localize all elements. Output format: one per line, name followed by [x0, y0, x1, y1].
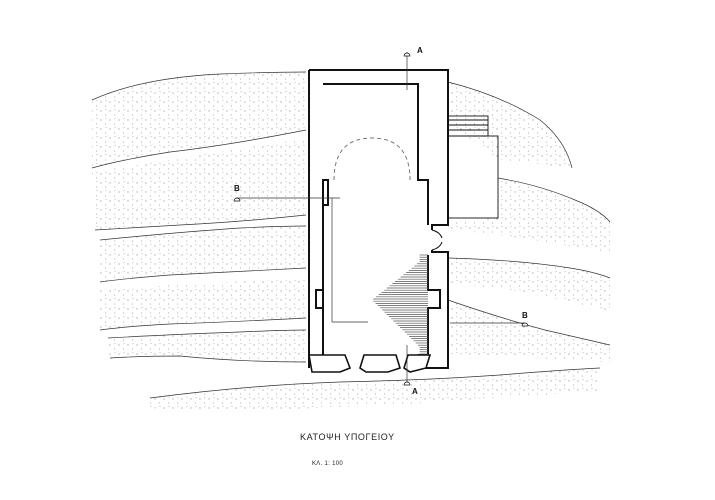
staircase-hatching: [373, 254, 428, 355]
contour-12: [447, 257, 611, 279]
doorway: [431, 229, 443, 251]
buttress-left: [308, 354, 352, 373]
outer-wall-outline: [308, 69, 449, 369]
contour-3: [94, 214, 307, 231]
section-label-a-bottom: A: [412, 387, 418, 396]
contour-8: [109, 355, 307, 363]
marker-a-bottom-icon: [403, 381, 411, 386]
terrain-band-6: [150, 368, 600, 410]
terrain-band-1: [92, 72, 306, 168]
marker-b-right-icon: [521, 322, 529, 327]
section-label-a-top: A: [417, 46, 423, 55]
contour-11: [497, 177, 611, 223]
section-markers: [233, 52, 529, 386]
terrain-band-9: [448, 258, 610, 312]
terrain-band-3: [100, 226, 306, 282]
contour-4: [99, 225, 307, 241]
buttress-right: [403, 354, 432, 373]
contour-1: [91, 71, 307, 101]
contour-5: [99, 267, 307, 283]
terrain-band-8: [448, 178, 610, 252]
section-label-b-right: B: [522, 311, 528, 320]
marker-b-left-icon: [233, 197, 241, 202]
contour-6: [99, 317, 307, 331]
terrain-band-10: [448, 300, 610, 362]
vault-dashed-arc: [333, 137, 411, 181]
contour-13: [447, 299, 611, 346]
terrain-band-2: [92, 138, 306, 230]
buttress-center: [359, 354, 401, 373]
contour-2: [91, 129, 307, 169]
terrain-band-7: [448, 82, 572, 168]
contour-10: [447, 81, 573, 169]
terrain-band-5: [108, 330, 306, 362]
contour-7: [107, 329, 307, 339]
terrain-hatching: [91, 71, 611, 410]
section-label-b-left: B: [234, 184, 240, 193]
contour-9: [149, 367, 601, 399]
terrain-band-4: [100, 280, 306, 330]
section-lines: [236, 52, 525, 385]
buttresses: [308, 354, 432, 373]
marker-a-top-icon: [403, 52, 411, 57]
drawing-scale: ΚΛ. 1: 100: [312, 461, 344, 467]
drawing-title: ΚΑΤΟΨΗ ΥΠΟΓΕΙΟΥ: [300, 432, 395, 442]
exterior-steps: [447, 115, 499, 219]
